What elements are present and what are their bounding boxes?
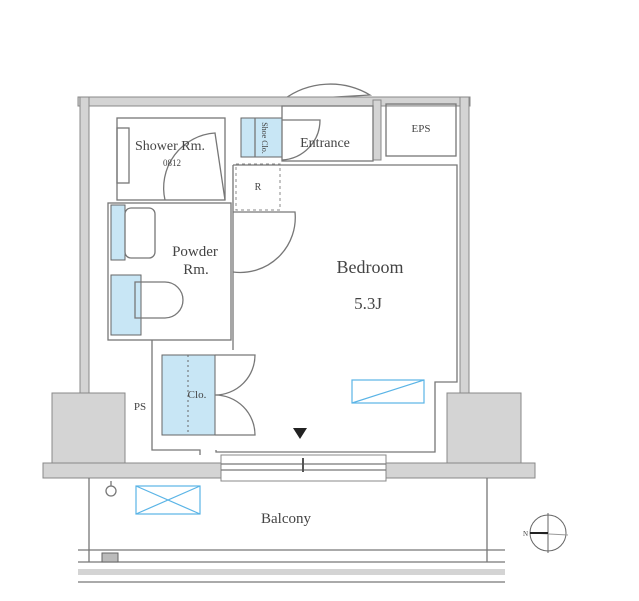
- top-wall: [77, 96, 471, 107]
- compass-north-label: N: [523, 530, 528, 538]
- powder-room-label-2: Rm.: [183, 262, 208, 278]
- entrance: Entrance: [281, 105, 374, 162]
- balcony: Balcony: [78, 478, 505, 583]
- bedroom-label: Bedroom: [337, 257, 404, 277]
- powder-door-swing: [232, 211, 296, 274]
- pipe-space-label: PS: [134, 401, 146, 413]
- refrigerator-space: R: [235, 163, 281, 211]
- eps-label: EPS: [412, 123, 431, 135]
- entrance-door-swing: [282, 83, 373, 101]
- shoe-closet-label: Shoe Clo.: [260, 122, 269, 154]
- shoe-closet: Shoe Clo.: [240, 117, 283, 158]
- drain-icon: [101, 552, 119, 563]
- air-conditioner: [351, 379, 425, 404]
- left-wall: [79, 96, 90, 398]
- shower-room-size: 0812: [163, 158, 181, 168]
- shower-room: Shower Rm. 0812: [116, 117, 226, 201]
- right-column: [446, 392, 522, 469]
- compass-icon: N: [523, 513, 569, 553]
- balcony-label: Balcony: [261, 511, 311, 527]
- outdoor-unit: [135, 485, 201, 515]
- bedroom-size: 5.3J: [354, 294, 382, 313]
- eps: EPS: [385, 103, 457, 157]
- powder-room: Powder Rm.: [107, 202, 232, 341]
- closet: Clo.: [151, 340, 256, 455]
- bedroom: Bedroom 5.3J: [215, 164, 458, 453]
- entrance-label: Entrance: [300, 136, 350, 151]
- refrigerator-label: R: [255, 182, 262, 193]
- closet-label: Clo.: [188, 389, 207, 401]
- left-column: [51, 392, 126, 469]
- balcony-window: [220, 454, 387, 482]
- right-wall: [459, 96, 470, 398]
- shower-room-label: Shower Rm.: [135, 139, 205, 154]
- view-direction-marker: [293, 428, 307, 439]
- eps-wall: [372, 99, 382, 161]
- powder-room-label-1: Powder: [172, 244, 218, 260]
